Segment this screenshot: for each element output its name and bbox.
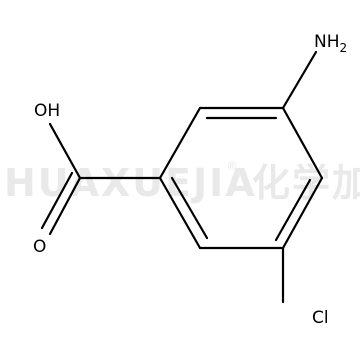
bond-c-oh (48, 122, 82, 180)
bond-c-nh2 (281, 50, 318, 110)
bond-c-o-double-2 (40, 171, 74, 230)
watermark-brand: HUAXUEJIA (4, 161, 257, 205)
watermark: HUAXUEJIA ® 化学加 (4, 159, 360, 205)
ring-bond-2 (281, 106, 324, 180)
atom-amino: NH2 (314, 32, 347, 55)
atom-labels: NH2 OH O Cl (33, 32, 347, 328)
watermark-chinese: 化学加 (252, 161, 360, 205)
ring-bond-5-inner (170, 176, 209, 240)
ring-bond-3-inner (274, 178, 312, 242)
benzene-ring (158, 106, 324, 250)
amino-label: NH (314, 32, 340, 52)
atom-carbonyl-oxygen: O (33, 237, 46, 257)
ring-bond-6 (158, 106, 202, 180)
bond-c-o-double-1 (48, 176, 82, 236)
ring-bond-5 (158, 176, 202, 250)
watermark-registered-mark: ® (226, 159, 238, 173)
ring-bond-3 (281, 176, 324, 250)
atom-chlorine: Cl (312, 308, 329, 328)
substituent-bonds (40, 50, 318, 304)
amino-subscript: 2 (340, 41, 348, 55)
atom-hydroxyl: OH (34, 101, 60, 121)
